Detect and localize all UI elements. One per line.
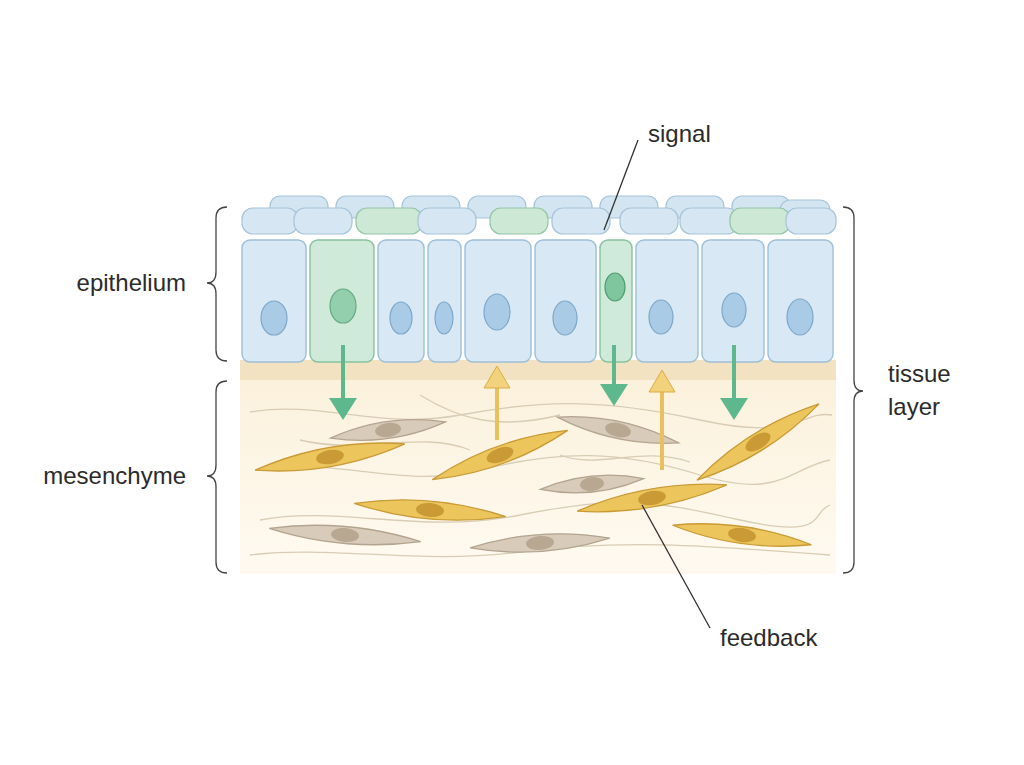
matrix-fiber bbox=[560, 455, 690, 462]
surface-cell bbox=[620, 208, 678, 234]
mesenchymal-cell bbox=[484, 444, 515, 467]
mesenchymal-cell bbox=[254, 434, 407, 479]
cell-nucleus bbox=[390, 302, 412, 334]
signal-arrow bbox=[329, 398, 357, 420]
surface-cell bbox=[730, 208, 790, 234]
cell-nucleus bbox=[553, 301, 577, 335]
mesenchymal-cell bbox=[329, 414, 446, 447]
signal-arrow bbox=[612, 345, 616, 388]
epithelial-cell bbox=[242, 240, 833, 362]
epithelial-cell bbox=[636, 240, 698, 362]
epithelial-cell bbox=[702, 240, 764, 362]
mesenchymal-cell bbox=[604, 420, 632, 439]
surface-cell bbox=[294, 208, 352, 234]
mesenchymal-cell bbox=[727, 526, 757, 544]
mesenchymal-cell bbox=[429, 422, 570, 488]
epithelial-cell bbox=[242, 240, 306, 362]
matrix-fiber bbox=[420, 395, 560, 422]
cell-nucleus bbox=[605, 273, 625, 301]
region-label: tissue layer bbox=[888, 357, 988, 423]
mesenchymal-cell bbox=[269, 520, 422, 550]
cell-nucleus bbox=[261, 301, 287, 335]
cell-nucleus bbox=[435, 302, 453, 334]
bracket bbox=[207, 207, 863, 573]
surface-cell bbox=[356, 208, 422, 234]
matrix-fiber bbox=[260, 502, 830, 527]
callout-label: feedback bbox=[720, 623, 860, 652]
epithelial-cell bbox=[378, 240, 424, 362]
surface-cell bbox=[418, 208, 476, 234]
mesenchymal-cell bbox=[526, 535, 555, 551]
surface-cell bbox=[490, 208, 548, 234]
region-label: mesenchyme bbox=[0, 461, 186, 490]
mesenchymal-cell bbox=[579, 476, 604, 492]
cell-nucleus bbox=[722, 293, 746, 327]
mesenchymal-cell bbox=[374, 421, 402, 438]
matrix-fiber bbox=[250, 395, 832, 557]
cell-nucleus bbox=[330, 289, 356, 323]
mesenchymal-cell bbox=[254, 434, 407, 479]
feedback-arrow bbox=[649, 370, 675, 392]
mesenchymal-cell bbox=[576, 476, 729, 520]
feedback-arrow bbox=[484, 366, 510, 388]
epithelial-cell bbox=[310, 240, 374, 362]
mesenchymal-cell bbox=[671, 517, 812, 553]
epithelial-cell bbox=[535, 240, 596, 362]
cell-nucleus bbox=[261, 273, 813, 335]
mesenchymal-cell bbox=[354, 494, 507, 525]
mesenchymal-cell bbox=[254, 396, 824, 556]
mesenchymal-cell bbox=[354, 494, 507, 525]
mesenchymal-cell bbox=[692, 396, 824, 488]
mesenchymal-cell bbox=[429, 422, 570, 488]
feedback-arrow bbox=[660, 388, 664, 470]
leader-line bbox=[604, 140, 638, 230]
mesenchymal-cell bbox=[470, 530, 611, 557]
leader-line bbox=[604, 140, 710, 628]
mesenchymal-cell bbox=[329, 414, 446, 447]
surface-cell bbox=[786, 208, 836, 234]
mesenchymal-cell bbox=[269, 520, 422, 550]
epithelial-cell bbox=[465, 240, 531, 362]
signal-arrow bbox=[329, 345, 748, 420]
epithelial-cell bbox=[428, 240, 461, 362]
region-label: epithelium bbox=[20, 268, 186, 297]
epithelial-cell bbox=[768, 240, 833, 362]
mesenchymal-cell bbox=[470, 530, 611, 557]
mesenchymal-cell bbox=[637, 489, 667, 508]
bracket bbox=[843, 207, 863, 573]
signal-arrow bbox=[600, 384, 628, 406]
epithelial-cell bbox=[600, 240, 632, 362]
feedback-arrow bbox=[484, 366, 675, 470]
cell-nucleus bbox=[649, 300, 673, 334]
bracket bbox=[207, 207, 227, 361]
bracket bbox=[207, 381, 227, 573]
surface-cell bbox=[552, 208, 610, 234]
cell-nucleus bbox=[484, 294, 510, 330]
mesenchymal-cell bbox=[330, 527, 359, 543]
mesenchymal-cell bbox=[671, 517, 812, 553]
mesenchymal-cell bbox=[576, 476, 729, 520]
signal-arrow bbox=[720, 398, 748, 420]
cell-nucleus bbox=[787, 299, 813, 335]
signal-arrow bbox=[341, 345, 345, 402]
callout-label: signal bbox=[648, 119, 768, 148]
feedback-arrow bbox=[495, 384, 499, 440]
mesenchymal-cell bbox=[415, 502, 444, 518]
signal-arrow bbox=[732, 345, 736, 402]
mesenchymal-cell bbox=[692, 396, 824, 488]
surface-cell bbox=[680, 208, 738, 234]
surface-cell bbox=[242, 208, 836, 234]
mesenchymal-cell bbox=[742, 429, 773, 456]
basement-membrane bbox=[240, 360, 836, 380]
surface-cell bbox=[242, 208, 298, 234]
mesenchymal-cell bbox=[315, 448, 345, 467]
leader-line bbox=[642, 505, 710, 628]
mesenchyme-matrix bbox=[240, 378, 836, 574]
